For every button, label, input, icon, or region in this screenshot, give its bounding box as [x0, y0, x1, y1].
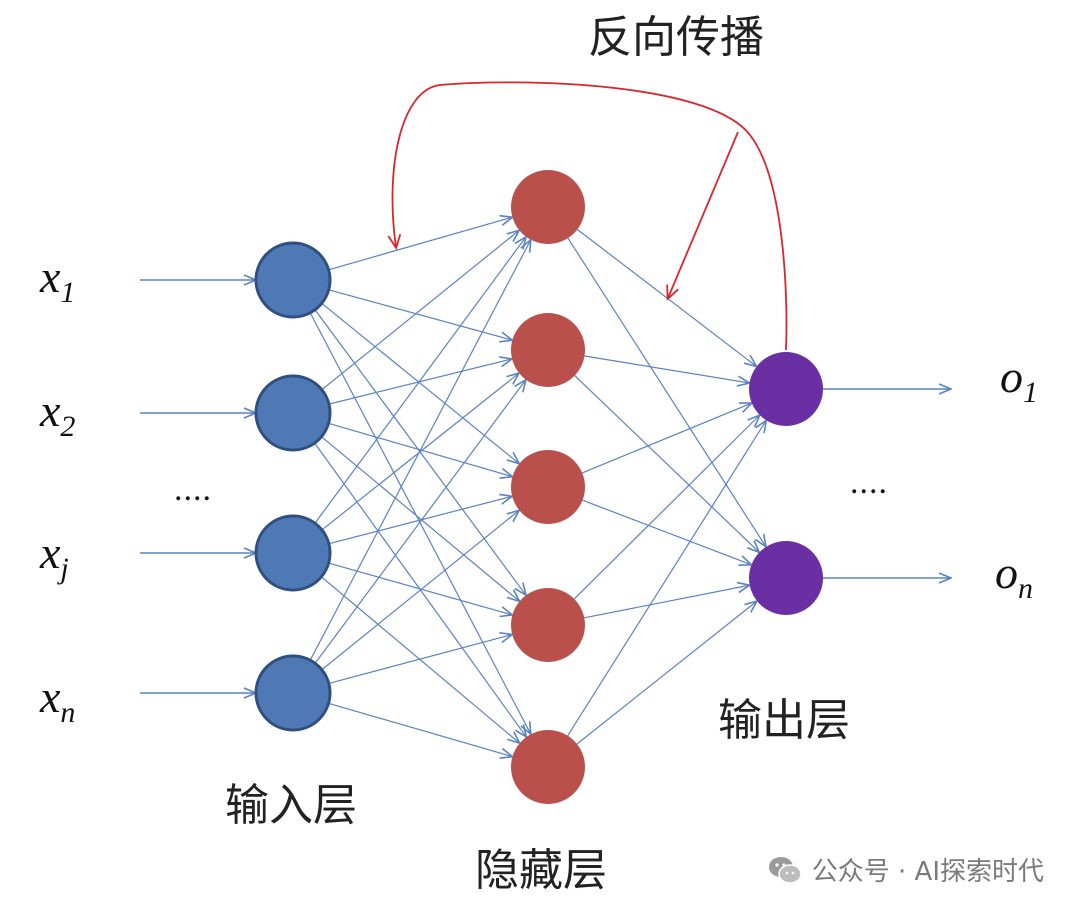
hidden-node — [511, 730, 585, 804]
input-hidden-edge — [328, 497, 511, 545]
watermark: 公众号 · AI探索时代 — [768, 851, 1044, 888]
input-node — [254, 654, 332, 732]
output-ellipsis: .... — [850, 464, 888, 501]
input-hidden-edge — [314, 238, 526, 524]
hidden-output-edge — [574, 375, 759, 552]
input-hidden-edge — [321, 511, 519, 671]
hidden-output-edge — [567, 237, 766, 546]
hidden-output-edge — [584, 585, 748, 619]
hidden-output-edge — [584, 355, 749, 383]
backprop-label: 反向传播 — [588, 12, 764, 63]
input-ellipsis: .... — [174, 471, 212, 508]
input-node — [254, 241, 332, 319]
input-hidden-edge — [328, 217, 512, 271]
hidden-output-edge — [576, 602, 756, 745]
input-node — [254, 374, 332, 452]
hidden-output-edge — [582, 499, 751, 564]
backprop-arrows — [393, 81, 788, 351]
input-layer-label: 输入层 — [225, 780, 357, 831]
io-arrows — [140, 280, 950, 693]
backprop-branch — [668, 131, 739, 298]
hidden-output-edge — [573, 416, 759, 600]
connection-edges — [309, 217, 766, 756]
input-var-label: x1 — [39, 251, 75, 309]
input-hidden-edge — [328, 635, 512, 685]
input-hidden-edge — [328, 289, 512, 340]
output-var-label: o1 — [1000, 351, 1038, 409]
network-nodes — [254, 170, 823, 804]
input-hidden-edge — [321, 231, 519, 391]
hidden-node — [511, 588, 585, 662]
input-node — [254, 514, 332, 592]
output-node — [749, 352, 823, 426]
input-hidden-edge — [314, 380, 525, 664]
backprop-curve — [393, 81, 788, 351]
hidden-node — [511, 450, 585, 524]
output-var-label: on — [995, 547, 1033, 605]
hidden-node — [511, 170, 585, 244]
input-hidden-edge — [321, 302, 519, 463]
input-var-label: xj — [39, 527, 69, 585]
hidden-output-edge — [581, 403, 751, 474]
input-hidden-edge — [309, 241, 530, 661]
input-var-label: x2 — [39, 385, 75, 443]
output-node — [749, 541, 823, 615]
hidden-node — [511, 313, 585, 387]
input-hidden-edge — [328, 702, 512, 756]
input-hidden-edge — [321, 436, 518, 601]
output-layer-label: 输出层 — [718, 695, 850, 746]
wechat-icon — [768, 856, 802, 884]
input-var-label: xn — [39, 671, 75, 729]
input-hidden-edge — [309, 312, 530, 734]
hidden-output-edge — [577, 228, 755, 365]
input-hidden-edge — [328, 562, 512, 615]
watermark-text: 公众号 · AI探索时代 — [811, 857, 1044, 887]
hidden-layer-label: 隐藏层 — [475, 845, 607, 896]
hidden-output-edge — [567, 421, 766, 737]
